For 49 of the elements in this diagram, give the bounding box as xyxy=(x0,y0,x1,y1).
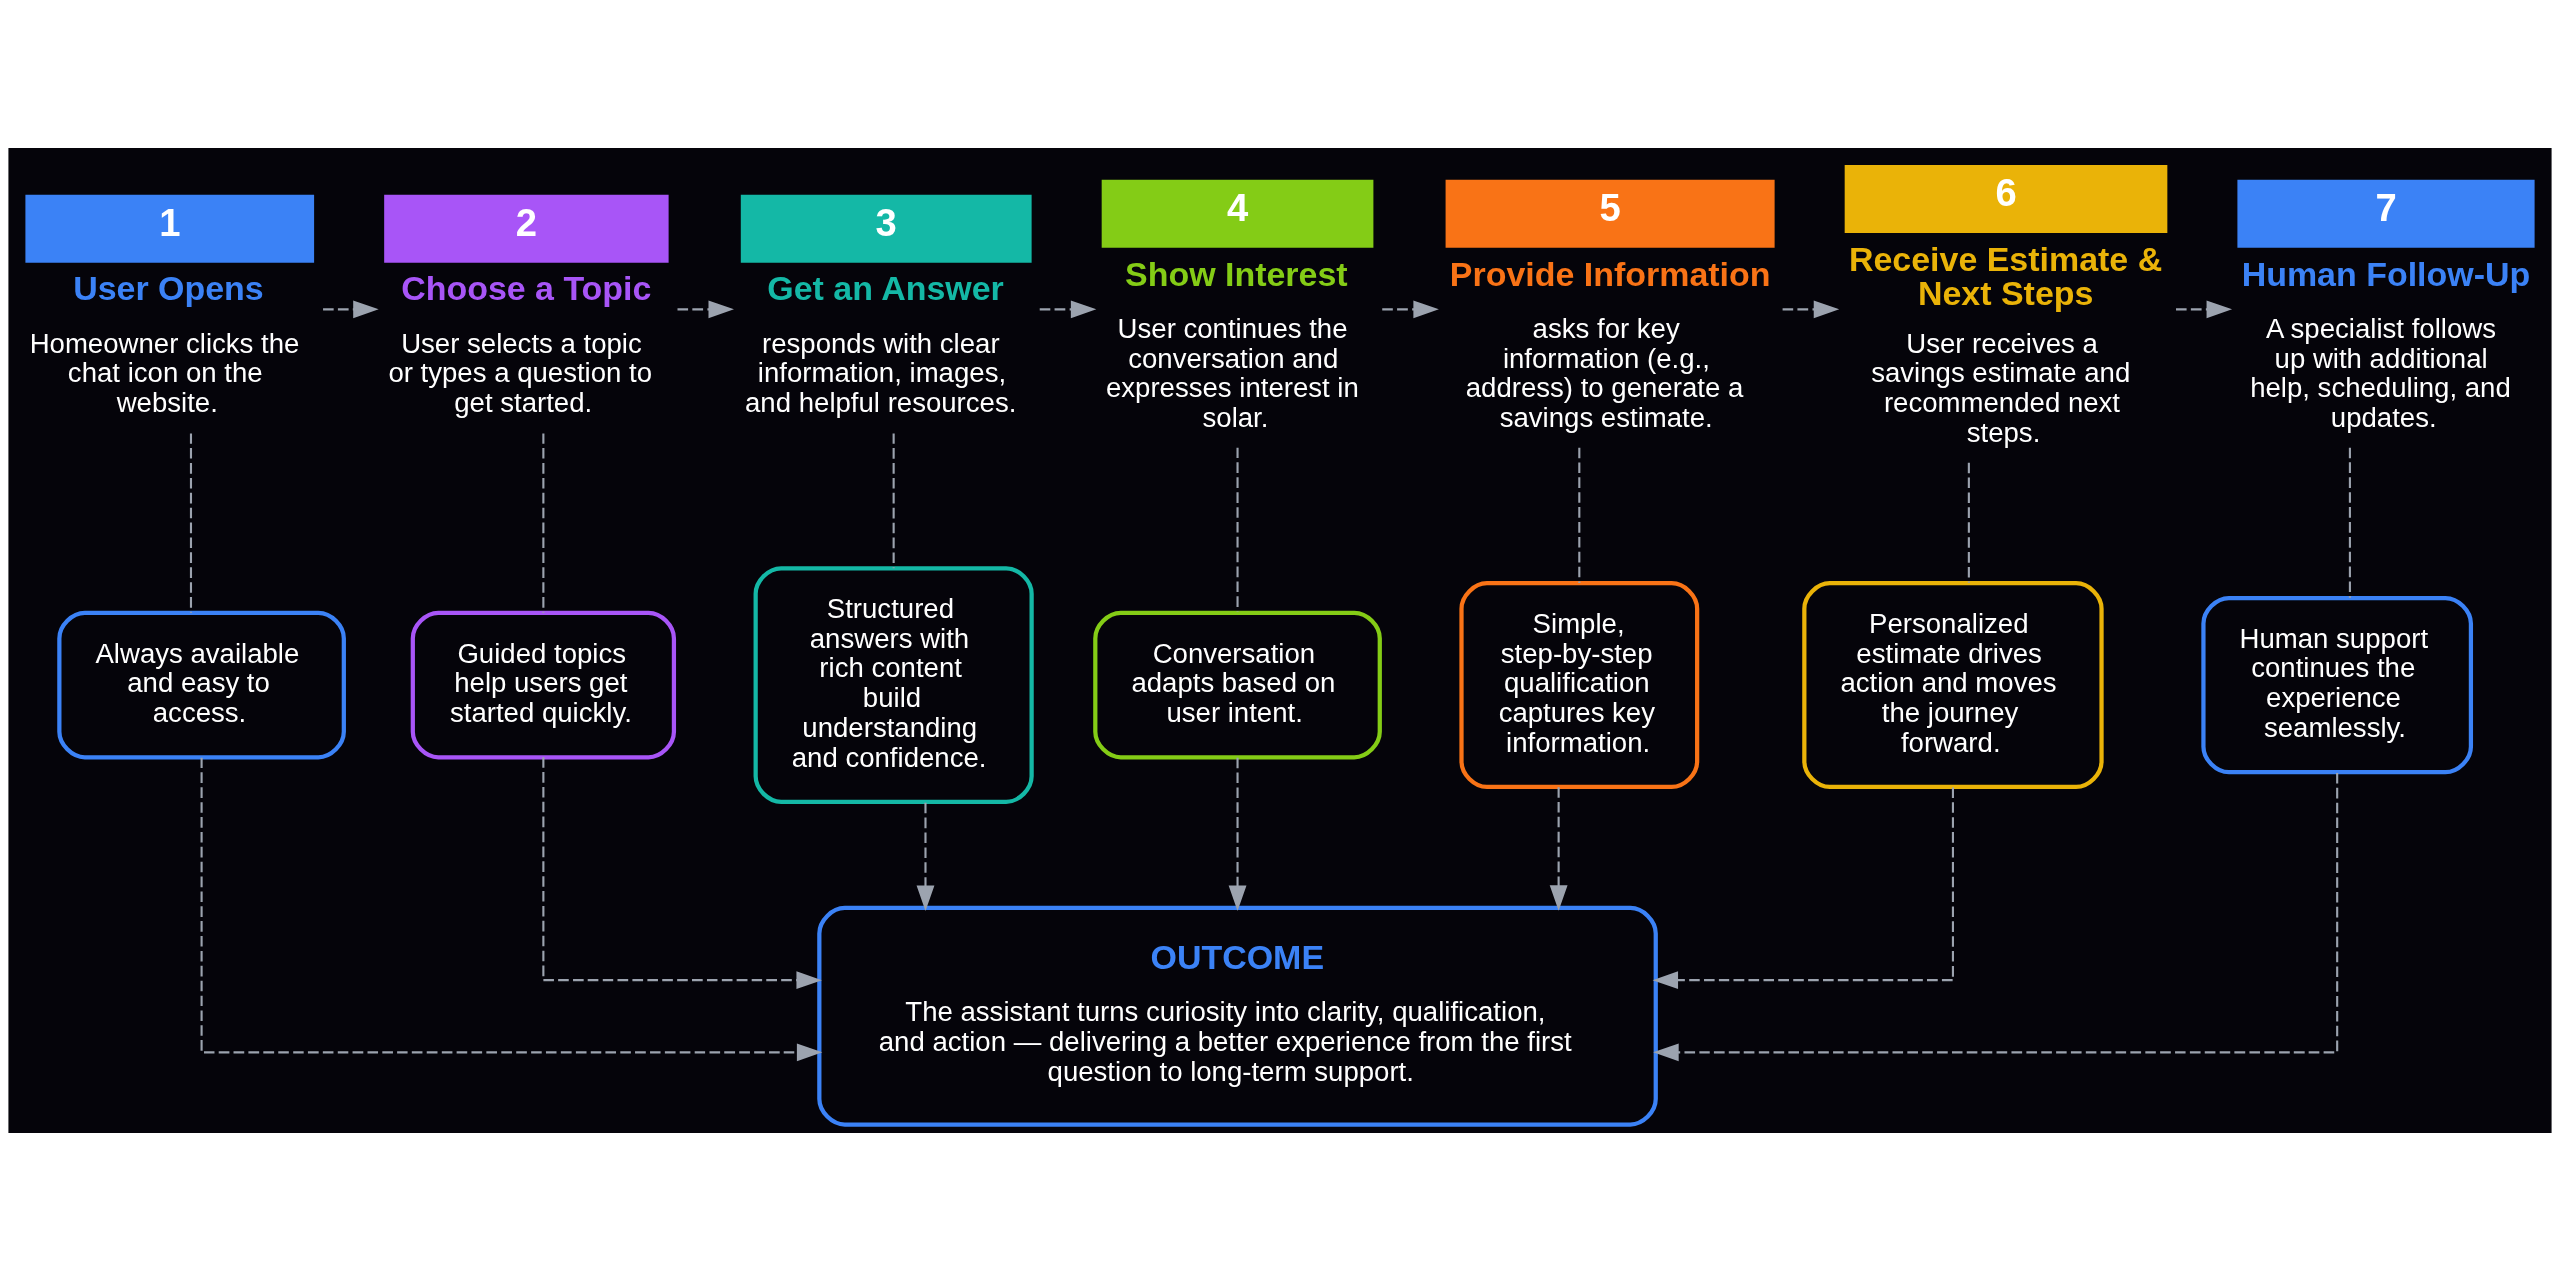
node-label: Receive Estimate & Next Steps xyxy=(1848,239,2163,312)
node-label: Provide Information xyxy=(1449,254,1771,293)
node-box: 4 xyxy=(1101,179,1374,248)
arrow xyxy=(1228,757,1247,912)
node-box: 5 xyxy=(1445,179,1775,248)
node-box: Human support continues the experience seamlessly. xyxy=(2201,595,2474,775)
node-label: User selects a topic or types a question to get started. xyxy=(388,327,653,419)
node-box: 7 xyxy=(2237,179,2535,248)
connector xyxy=(542,433,545,613)
arrow xyxy=(542,757,822,990)
node-box: Structured answers with rich content build understanding and confidence. xyxy=(753,566,1034,804)
node-label: User continues the conversation and expresses interest in solar. xyxy=(1105,312,1359,433)
node-box: 1 xyxy=(25,194,315,263)
node-box: 2 xyxy=(384,194,669,263)
node-box: 3 xyxy=(740,194,1032,263)
node-box: Guided topics help users get started quickly. xyxy=(410,610,677,760)
connector xyxy=(2348,447,2351,598)
arrow xyxy=(323,300,379,319)
arrow xyxy=(677,300,734,319)
node-label: asks for key information (e.g., address) to generate a savings estimate. xyxy=(1465,312,1744,433)
arrow xyxy=(916,802,935,911)
connector xyxy=(1967,462,1970,583)
node-label: responds with clear information, images, and helpful resources. xyxy=(745,327,1017,419)
arrow xyxy=(200,757,823,1062)
arrow xyxy=(2176,300,2233,319)
node-label: User Opens xyxy=(73,269,264,308)
node-label: Show Interest xyxy=(1125,254,1348,293)
arrow xyxy=(1653,773,2339,1062)
node-box: OUTCOME The assistant turns curiosity into clarity, qualification, and action — delivering a better experience from the first question to long-term support. xyxy=(817,905,1658,1127)
node-label: Homeowner clicks the chat icon on the website. xyxy=(29,327,300,419)
connector xyxy=(1236,447,1239,612)
connector xyxy=(892,433,895,569)
node-box: Conversation adapts based on user intent. xyxy=(1093,610,1382,760)
node-label: Choose a Topic xyxy=(401,269,652,308)
node-box: 6 xyxy=(1844,165,2168,233)
node-label: Human Follow-Up xyxy=(2241,254,2531,293)
node-label: User receives a savings estimate and recommended next steps. xyxy=(1871,327,2131,448)
node-box: Simple, step-by-step qualification captures key information. xyxy=(1459,581,1700,790)
node-label: Get an Answer xyxy=(767,269,1004,308)
arrow xyxy=(1549,787,1568,911)
node-box: Personalized estimate drives action and moves the journey forward. xyxy=(1802,581,2104,790)
node-box: Always available and easy to access. xyxy=(57,610,346,760)
arrow xyxy=(1382,300,1439,319)
connector xyxy=(189,433,193,613)
arrow xyxy=(1782,300,1840,319)
arrow xyxy=(1652,787,1954,990)
connector xyxy=(1578,447,1581,583)
arrow xyxy=(1039,300,1097,319)
node-label: A specialist follows up with additional help, scheduling, and updates. xyxy=(2250,312,2511,433)
